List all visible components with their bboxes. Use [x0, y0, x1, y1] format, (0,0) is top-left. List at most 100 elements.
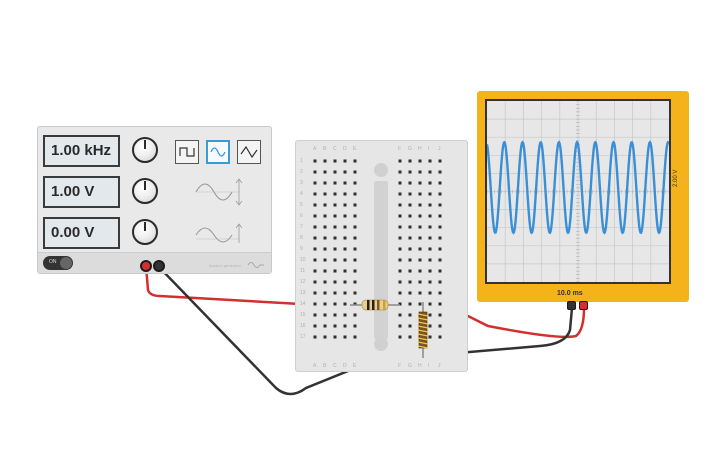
- breadboard-hole[interactable]: [343, 159, 347, 163]
- breadboard-hole[interactable]: [408, 236, 412, 240]
- sine-wave-button[interactable]: [206, 140, 230, 164]
- breadboard-hole[interactable]: [418, 280, 422, 284]
- breadboard-hole[interactable]: [428, 291, 432, 295]
- breadboard-hole[interactable]: [323, 159, 327, 163]
- breadboard-hole[interactable]: [398, 159, 402, 163]
- breadboard-hole[interactable]: [323, 258, 327, 262]
- breadboard-hole[interactable]: [438, 225, 442, 229]
- breadboard-hole[interactable]: [398, 280, 402, 284]
- breadboard-hole[interactable]: [353, 335, 357, 339]
- breadboard-hole[interactable]: [428, 214, 432, 218]
- breadboard-hole[interactable]: [323, 280, 327, 284]
- breadboard-hole[interactable]: [398, 225, 402, 229]
- breadboard-hole[interactable]: [353, 291, 357, 295]
- breadboard-hole[interactable]: [428, 225, 432, 229]
- breadboard-hole[interactable]: [313, 203, 317, 207]
- breadboard-hole[interactable]: [408, 291, 412, 295]
- breadboard-hole[interactable]: [323, 214, 327, 218]
- breadboard-hole[interactable]: [343, 225, 347, 229]
- breadboard-hole[interactable]: [428, 280, 432, 284]
- breadboard-hole[interactable]: [428, 258, 432, 262]
- breadboard-hole[interactable]: [428, 302, 432, 306]
- breadboard-hole[interactable]: [323, 291, 327, 295]
- breadboard-hole[interactable]: [313, 269, 317, 273]
- breadboard-hole[interactable]: [353, 324, 357, 328]
- breadboard-hole[interactable]: [323, 192, 327, 196]
- breadboard-hole[interactable]: [313, 258, 317, 262]
- wire-scope-ground[interactable]: [445, 307, 574, 356]
- breadboard-hole[interactable]: [343, 280, 347, 284]
- breadboard-hole[interactable]: [343, 313, 347, 317]
- breadboard-hole[interactable]: [398, 170, 402, 174]
- breadboard-hole[interactable]: [398, 313, 402, 317]
- breadboard-hole[interactable]: [313, 247, 317, 251]
- breadboard-hole[interactable]: [418, 192, 422, 196]
- breadboard-hole[interactable]: [428, 313, 432, 317]
- breadboard-hole[interactable]: [438, 181, 442, 185]
- breadboard-hole[interactable]: [428, 159, 432, 163]
- breadboard-hole[interactable]: [343, 258, 347, 262]
- breadboard-hole[interactable]: [418, 291, 422, 295]
- power-toggle[interactable]: ON: [43, 256, 73, 270]
- breadboard-hole[interactable]: [398, 214, 402, 218]
- breadboard-hole[interactable]: [333, 192, 337, 196]
- breadboard-hole[interactable]: [333, 170, 337, 174]
- breadboard-hole[interactable]: [353, 302, 357, 306]
- breadboard-hole[interactable]: [398, 269, 402, 273]
- breadboard-hole[interactable]: [343, 324, 347, 328]
- breadboard-hole[interactable]: [428, 269, 432, 273]
- breadboard-hole[interactable]: [408, 214, 412, 218]
- breadboard-hole[interactable]: [313, 170, 317, 174]
- breadboard-hole[interactable]: [333, 258, 337, 262]
- breadboard-hole[interactable]: [353, 170, 357, 174]
- breadboard-hole[interactable]: [408, 247, 412, 251]
- breadboard-hole[interactable]: [313, 302, 317, 306]
- breadboard-hole[interactable]: [343, 181, 347, 185]
- breadboard-hole[interactable]: [353, 247, 357, 251]
- breadboard-hole[interactable]: [408, 313, 412, 317]
- breadboard-hole[interactable]: [408, 258, 412, 262]
- breadboard-hole[interactable]: [398, 258, 402, 262]
- breadboard-hole[interactable]: [333, 181, 337, 185]
- breadboard-hole[interactable]: [343, 203, 347, 207]
- breadboard-hole[interactable]: [323, 269, 327, 273]
- breadboard-hole[interactable]: [333, 236, 337, 240]
- breadboard-hole[interactable]: [333, 203, 337, 207]
- breadboard-hole[interactable]: [438, 324, 442, 328]
- square-wave-button[interactable]: [175, 140, 199, 164]
- breadboard-hole[interactable]: [418, 159, 422, 163]
- breadboard-hole[interactable]: [353, 225, 357, 229]
- breadboard-hole[interactable]: [313, 291, 317, 295]
- breadboard-hole[interactable]: [313, 335, 317, 339]
- breadboard-hole[interactable]: [408, 280, 412, 284]
- breadboard-hole[interactable]: [313, 192, 317, 196]
- breadboard-hole[interactable]: [438, 280, 442, 284]
- triangle-wave-button[interactable]: [237, 140, 261, 164]
- breadboard-hole[interactable]: [353, 269, 357, 273]
- breadboard-hole[interactable]: [418, 247, 422, 251]
- breadboard-hole[interactable]: [343, 236, 347, 240]
- breadboard-hole[interactable]: [353, 258, 357, 262]
- breadboard-hole[interactable]: [438, 291, 442, 295]
- breadboard-hole[interactable]: [323, 313, 327, 317]
- breadboard-hole[interactable]: [333, 324, 337, 328]
- breadboard-hole[interactable]: [343, 291, 347, 295]
- breadboard-hole[interactable]: [428, 170, 432, 174]
- breadboard-hole[interactable]: [398, 181, 402, 185]
- breadboard-hole[interactable]: [408, 170, 412, 174]
- breadboard-hole[interactable]: [343, 170, 347, 174]
- breadboard-hole[interactable]: [418, 170, 422, 174]
- breadboard-hole[interactable]: [438, 258, 442, 262]
- breadboard-hole[interactable]: [398, 192, 402, 196]
- frequency-knob[interactable]: [132, 137, 158, 163]
- breadboard-hole[interactable]: [333, 335, 337, 339]
- breadboard-hole[interactable]: [353, 214, 357, 218]
- breadboard-hole[interactable]: [323, 181, 327, 185]
- breadboard-hole[interactable]: [418, 302, 422, 306]
- breadboard-hole[interactable]: [438, 159, 442, 163]
- breadboard-hole[interactable]: [353, 313, 357, 317]
- breadboard-hole[interactable]: [343, 269, 347, 273]
- breadboard-hole[interactable]: [353, 192, 357, 196]
- breadboard-hole[interactable]: [408, 192, 412, 196]
- breadboard-hole[interactable]: [428, 236, 432, 240]
